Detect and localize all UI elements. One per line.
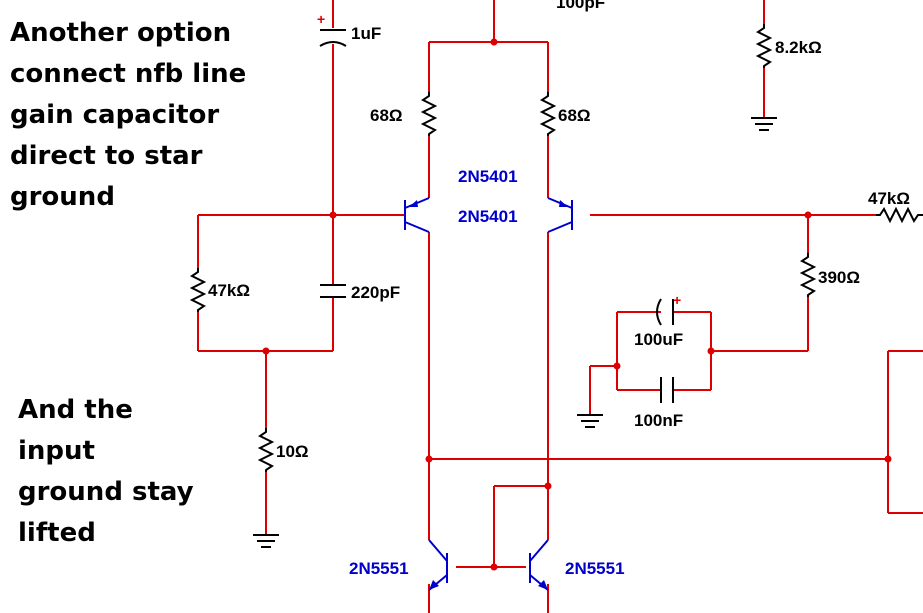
- label-r-10: 10Ω: [276, 442, 309, 461]
- resistor-68-left: [420, 92, 438, 136]
- ground-symbol-8k2: [751, 117, 777, 131]
- resistor-8k2: [755, 24, 773, 68]
- annotation-note-bottom: And the input ground stay lifted: [18, 395, 194, 548]
- capacitor-220pf: [320, 284, 346, 298]
- ground-symbol-100uf: [577, 414, 603, 428]
- label-c-1uf: 1uF: [351, 24, 381, 43]
- label-r-390: 390Ω: [818, 268, 860, 287]
- label-r-68-left: 68Ω: [370, 106, 403, 125]
- label-r-68-right: 68Ω: [558, 106, 591, 125]
- polarity-plus-100uf: +: [673, 292, 681, 308]
- capacitor-1uf: [319, 29, 347, 47]
- transistor-2n5401-left: [404, 197, 430, 233]
- capacitor-100nf: [660, 377, 674, 403]
- annotation-note-top: Another option connect nfb line gain cap…: [10, 18, 247, 212]
- transistor-2n5551-left: [428, 539, 448, 591]
- label-c-220pf: 220pF: [351, 283, 400, 302]
- capacitor-100uf: [656, 298, 674, 326]
- label-r-47k-left: 47kΩ: [208, 281, 250, 300]
- label-c-100uf: 100uF: [634, 330, 683, 349]
- label-q-right-top: 2N5401: [458, 207, 518, 226]
- transistor-2n5551-right: [529, 539, 549, 591]
- label-q-left-bottom: 2N5551: [349, 559, 409, 578]
- transistor-2n5401-right: [547, 197, 573, 233]
- resistor-68-right: [539, 92, 557, 136]
- resistor-47k-right: [876, 206, 923, 224]
- resistor-47k-left: [189, 268, 207, 312]
- ground-symbol-10: [253, 534, 279, 548]
- label-r-8k2: 8.2kΩ: [775, 38, 822, 57]
- resistor-390: [799, 253, 817, 297]
- label-c-100nf: 100nF: [634, 411, 683, 430]
- label-r-47k-right: 47kΩ: [868, 189, 910, 208]
- polarity-plus-1uf: +: [317, 11, 325, 27]
- resistor-10: [257, 428, 275, 472]
- wires: [197, 0, 923, 613]
- junction-dots: [262, 38, 892, 571]
- label-q-right-bottom: 2N5551: [565, 559, 625, 578]
- label-c-top: 100pF: [556, 0, 605, 12]
- label-q-left-top: 2N5401: [458, 167, 518, 186]
